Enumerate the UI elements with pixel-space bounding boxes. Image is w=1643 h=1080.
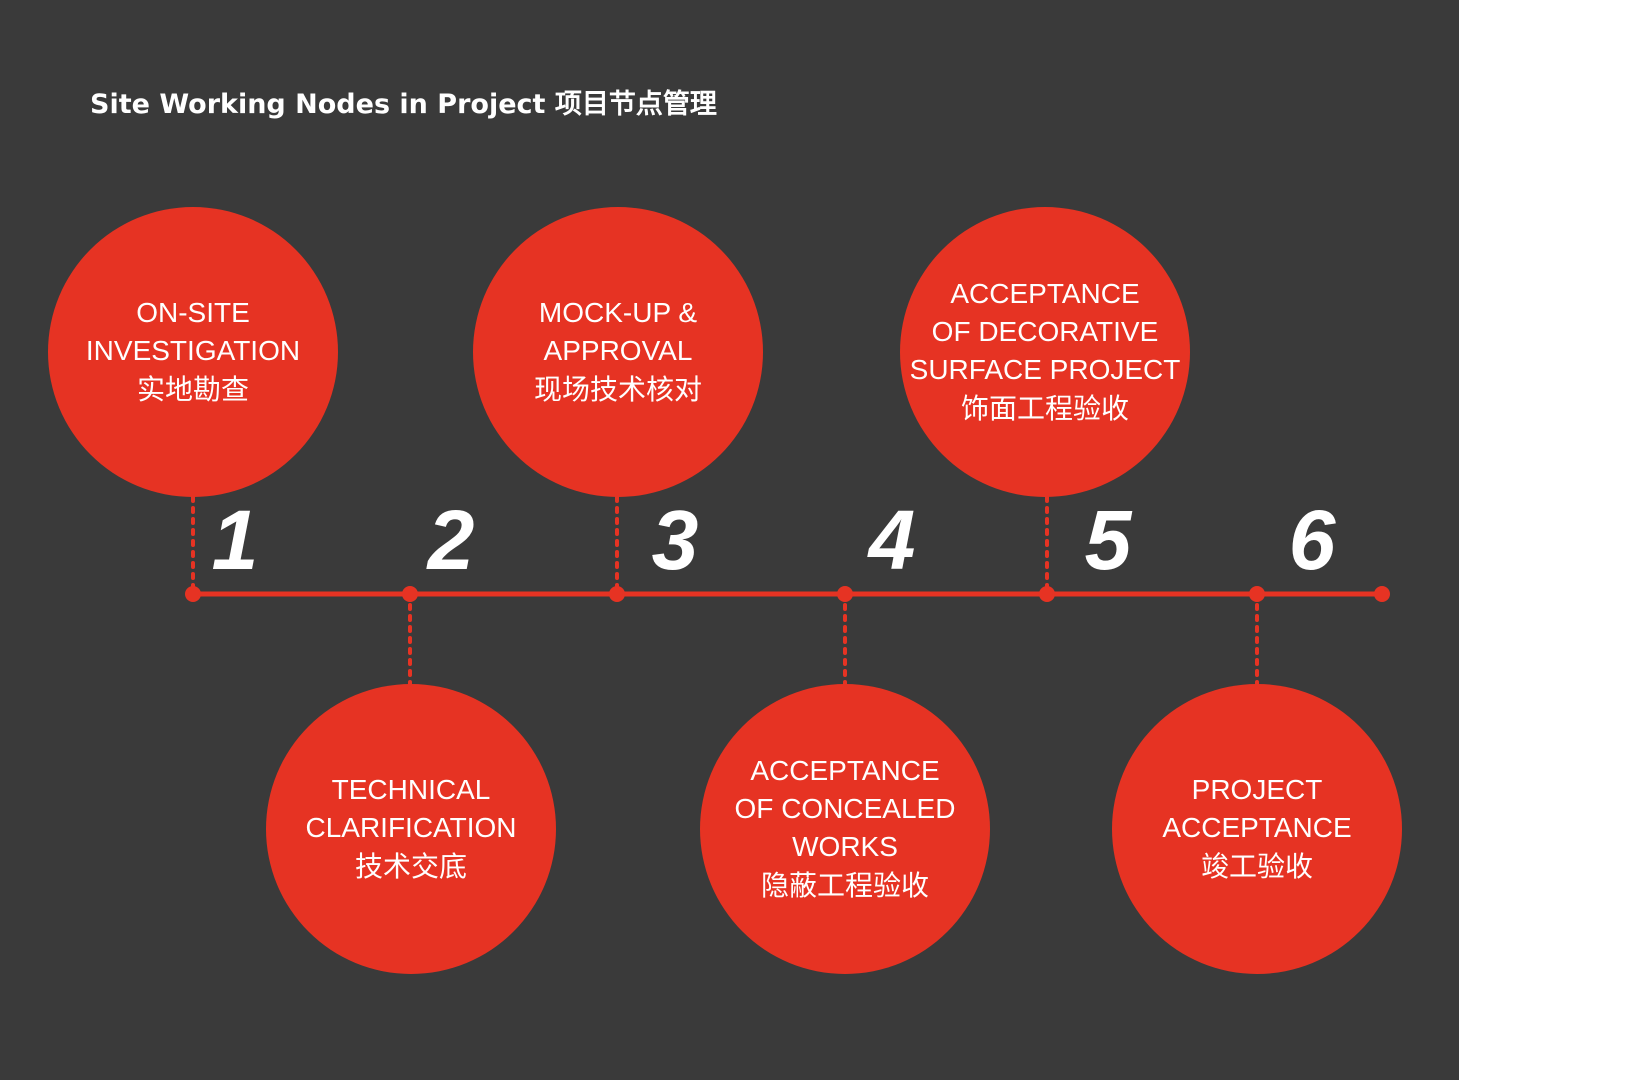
node-circle-1: ON-SITE INVESTIGATION 实地勘查	[48, 207, 338, 497]
node-label-zh: 现场技术核对	[533, 373, 702, 406]
timeline-end-dot	[1374, 586, 1390, 602]
node-label-zh: 技术交底	[354, 850, 467, 883]
timeline-dot-2	[402, 586, 418, 602]
node-circle-3: MOCK-UP & APPROVAL 现场技术核对	[473, 207, 763, 497]
node-number-5: 5	[1084, 493, 1132, 587]
connectors	[185, 495, 1265, 686]
node-number-4: 4	[868, 493, 916, 587]
node-circle-2: TECHNICAL CLARIFICATION 技术交底	[266, 684, 556, 974]
node-label-zh: 隐蔽工程验收	[760, 869, 929, 902]
node-label-en: ON-SITE INVESTIGATION	[85, 297, 301, 366]
node-label-en: ACCEPTANCE OF CONCEALED WORKS	[734, 755, 956, 862]
diagram-panel: Site Working Nodes in Project 项目节点管理 ON-…	[0, 0, 1459, 1080]
node-number-6: 6	[1288, 493, 1336, 587]
timeline-dot-1	[185, 586, 201, 602]
timeline-dot-4	[837, 586, 853, 602]
node-circle-5: ACCEPTANCE OF DECORATIVE SURFACE PROJECT…	[900, 207, 1190, 497]
timeline-dot-5	[1039, 586, 1055, 602]
node-number-3: 3	[651, 493, 699, 587]
node-label-zh: 饰面工程验收	[960, 392, 1129, 425]
node-circle-6: PROJECT ACCEPTANCE 竣工验收	[1112, 684, 1402, 974]
node-number-1: 1	[211, 493, 259, 587]
timeline-dot-6	[1249, 586, 1265, 602]
node-label-en: ACCEPTANCE OF DECORATIVE SURFACE PROJECT	[909, 278, 1181, 385]
node-circle-4: ACCEPTANCE OF CONCEALED WORKS 隐蔽工程验收	[700, 684, 990, 974]
timeline	[185, 495, 1390, 686]
diagram-title: Site Working Nodes in Project 项目节点管理	[90, 89, 717, 120]
node-label-zh: 竣工验收	[1200, 850, 1313, 883]
node-label-zh: 实地勘查	[136, 373, 249, 406]
node-label-en: TECHNICAL CLARIFICATION	[305, 774, 517, 843]
timeline-dot-3	[609, 586, 625, 602]
node-number-2: 2	[427, 493, 475, 587]
node-label-en: PROJECT ACCEPTANCE	[1162, 774, 1352, 843]
node-label-en: MOCK-UP & APPROVAL	[538, 297, 698, 366]
